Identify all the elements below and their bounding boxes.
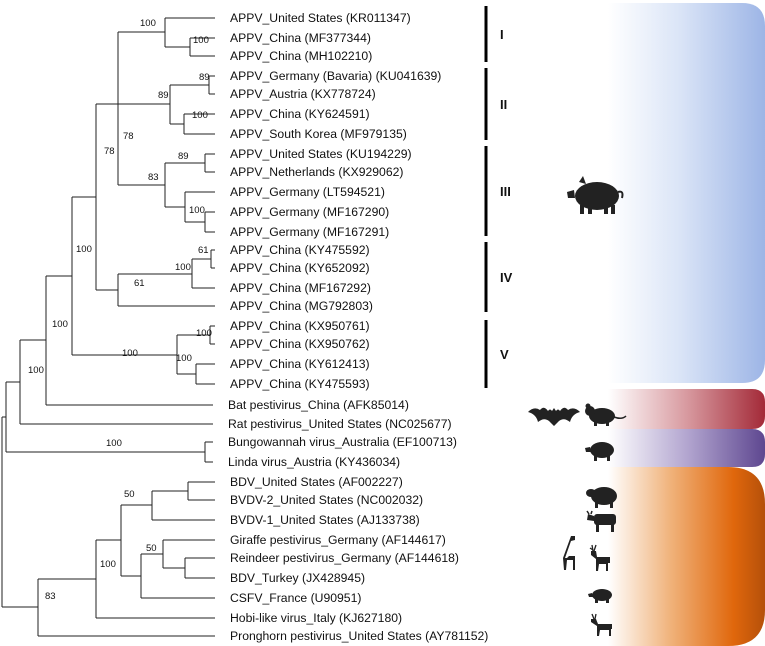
bootstrap-value: 50	[124, 489, 135, 500]
bootstrap-value: 50	[146, 543, 157, 554]
leaf-label: APPV_Germany (LT594521)	[230, 185, 385, 199]
leaf-label: BVDV-2_United States (NC002032)	[230, 493, 423, 507]
leaf-label: Rat pestivirus_United States (NC025677)	[228, 417, 452, 431]
leaf-label: APPV_United States (KU194229)	[230, 147, 412, 161]
clade-label: II	[500, 97, 507, 112]
bootstrap-value: 100	[193, 35, 209, 46]
leaf-label: APPV_China (KY624591)	[230, 107, 370, 121]
bootstrap-value: 100	[192, 110, 208, 121]
leaf-label: APPV_China (MH102210)	[230, 49, 372, 63]
clade-label: V	[500, 347, 509, 362]
leaf-label: APPV_China (KX950761)	[230, 319, 370, 333]
ruminant-band	[608, 467, 765, 646]
leaf-label: APPV_China (MG792803)	[230, 299, 373, 313]
leaf-label: APPV_Germany (MF167291)	[230, 225, 389, 239]
leaf-label: Hobi-like virus_Italy (KJ627180)	[230, 611, 402, 625]
bootstrap-value: 100	[189, 205, 205, 216]
bootstrap-value: 83	[148, 172, 159, 183]
leaf-label: APPV_United States (KR011347)	[230, 11, 411, 25]
leaf-label: Bat pestivirus_China (AFK85014)	[228, 398, 409, 412]
bootstrap-value: 100	[140, 18, 156, 29]
leaf-label: CSFV_France (U90951)	[230, 591, 361, 605]
giraffe-icon	[563, 536, 575, 570]
leaf-label: APPV_China (MF377344)	[230, 31, 371, 45]
leaf-label: Pronghorn pestivirus_United States (AY78…	[230, 629, 488, 643]
bootstrap-value: 61	[134, 278, 145, 289]
leaf-label: Bungowannah virus_Australia (EF100713)	[228, 435, 457, 449]
leaf-label: APPV_China (KY612413)	[230, 357, 370, 371]
bootstrap-value: 78	[123, 131, 134, 142]
clade-label: I	[500, 27, 504, 42]
leaf-label: APPV_Netherlands (KX929062)	[230, 165, 403, 179]
bootstrap-value: 78	[104, 146, 115, 157]
bootstrap-value: 100	[106, 438, 122, 449]
bootstrap-value: 83	[45, 591, 56, 602]
leaf-label: APPV_Germany (MF167290)	[230, 205, 389, 219]
leaf-label: BDV_United States (AF002227)	[230, 475, 403, 489]
pig-icon	[585, 442, 614, 461]
leaf-label: BVDV-1_United States (AJ133738)	[230, 513, 420, 527]
bootstrap-value: 100	[76, 244, 92, 255]
cattle-icon	[586, 510, 616, 532]
bootstrap-value: 100	[176, 353, 192, 364]
leaf-label: APPV_Austria (KX778724)	[230, 87, 376, 101]
leaf-label: Linda virus_Austria (KY436034)	[228, 455, 400, 469]
bat-rat-band	[608, 389, 765, 429]
reindeer-icon	[589, 544, 610, 571]
bootstrap-value: 100	[196, 328, 212, 339]
pig-icon	[588, 589, 612, 603]
leaf-label: APPV_China (KX950762)	[230, 337, 370, 351]
leaf-label: APPV_China (KY475592)	[230, 243, 370, 257]
bootstrap-value: 61	[198, 245, 209, 256]
bootstrap-value: 100	[175, 262, 191, 273]
pronghorn-icon	[591, 613, 612, 636]
sheep-icon	[586, 487, 617, 508]
leaf-label: Giraffe pestivirus_Germany (AF144617)	[230, 533, 446, 547]
leaf-label: Reindeer pestivirus_Germany (AF144618)	[230, 551, 459, 565]
bungowannah-linda-band	[608, 429, 765, 467]
leaf-label: APPV_China (KY475593)	[230, 377, 370, 391]
leaf-label: BDV_Turkey (JX428945)	[230, 571, 365, 585]
pig-band	[608, 3, 765, 383]
clade-label: III	[500, 184, 511, 199]
bootstrap-value: 89	[199, 72, 210, 83]
bootstrap-value: 100	[52, 319, 68, 330]
leaf-label: APPV_China (KY652092)	[230, 261, 370, 275]
rat-icon	[585, 403, 627, 426]
leaf-label: APPV_South Korea (MF979135)	[230, 127, 407, 141]
leaf-label: APPV_China (MF167292)	[230, 281, 371, 295]
bootstrap-value: 89	[158, 90, 169, 101]
clade-label: IV	[500, 270, 513, 285]
bootstrap-value: 100	[28, 365, 44, 376]
bootstrap-value: 89	[178, 151, 189, 162]
bat-icon	[528, 407, 580, 426]
bootstrap-value: 100	[100, 559, 116, 570]
pig-icon	[567, 176, 624, 214]
bootstrap-value: 100	[122, 348, 138, 359]
leaf-label: APPV_Germany (Bavaria) (KU041639)	[230, 69, 441, 83]
